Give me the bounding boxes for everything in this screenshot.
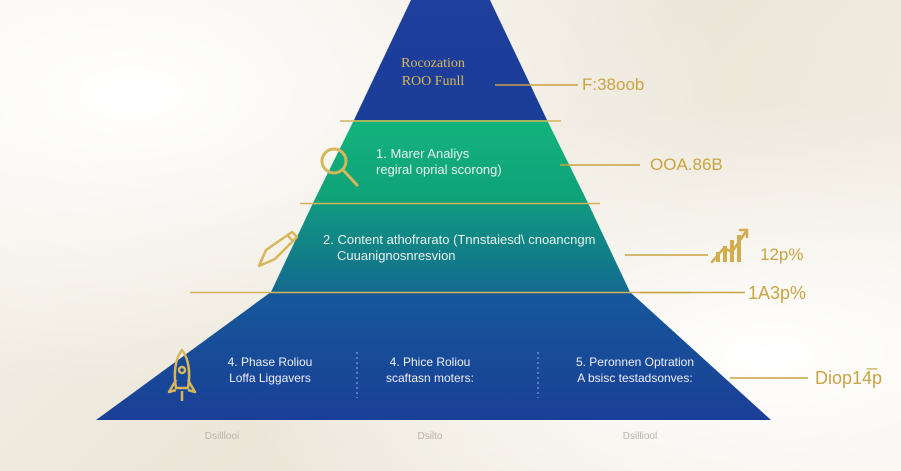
tier-1-text: 1. Marer Analiys regiral oprial scorong) bbox=[376, 146, 502, 178]
tier-top-title-line2: ROO Funll bbox=[401, 74, 465, 89]
tier-2 bbox=[271, 203, 630, 292]
metric-bottom: Diop14̅p bbox=[815, 368, 883, 388]
tier-top-title: Rocozation ROO Funll bbox=[378, 55, 488, 91]
phase-2-line2: scaftasn moters: bbox=[385, 371, 475, 385]
footer-label-3: Dsilliool bbox=[622, 431, 658, 442]
phase-2-line1: 4. Phice Roliou bbox=[389, 355, 471, 369]
metric-top: F:38oob bbox=[582, 75, 645, 94]
phase-3-line1: 5. Peronnen Optration bbox=[575, 355, 695, 369]
rocket-icon bbox=[167, 348, 197, 401]
footer-label-1: Dsilllooi bbox=[204, 431, 240, 442]
tier-1-line2: regiral oprial scorong) bbox=[376, 162, 502, 177]
phase-1-line1: 4. Phase Roliou bbox=[227, 355, 313, 369]
tier-2-line2: Cuuanignosnresvion bbox=[337, 248, 456, 263]
phase-column-2: 4. Phice Roliou scaftasn moters: bbox=[370, 354, 490, 386]
phase-3-line2: A bsisc testadsonves: bbox=[577, 371, 693, 385]
metric-tier-1: OOA.86B bbox=[650, 155, 723, 174]
metric-tier-2: 12p% bbox=[760, 245, 804, 264]
magnifier-icon bbox=[320, 147, 359, 187]
footer-label-2: Dsilto bbox=[417, 431, 443, 442]
tier-1 bbox=[313, 120, 588, 203]
tier-2-text: 2. Content athofrarato (Tnnstaiesd\ cnoa… bbox=[323, 232, 595, 264]
tier-top-title-line1: Rocozation bbox=[401, 56, 465, 71]
trend-arrow-icon bbox=[710, 228, 749, 264]
tier-2-line1: 2. Content athofrarato (Tnnstaiesd\ cnoa… bbox=[323, 232, 596, 247]
tier-1-line1: 1. Marer Analiys bbox=[376, 146, 470, 161]
growth-chart-icon bbox=[716, 235, 741, 262]
phase-column-1: 4. Phase Roliou Loffa Liggavers bbox=[205, 354, 335, 386]
tier-bottom bbox=[96, 292, 771, 420]
tier-top bbox=[354, 0, 547, 120]
metric-separator: 1A3p% bbox=[748, 283, 807, 303]
pencil-icon bbox=[257, 230, 299, 268]
phase-1-line2: Loffa Liggavers bbox=[229, 371, 311, 385]
phase-column-3: 5. Peronnen Optration A bsisc testadsonv… bbox=[560, 354, 710, 386]
